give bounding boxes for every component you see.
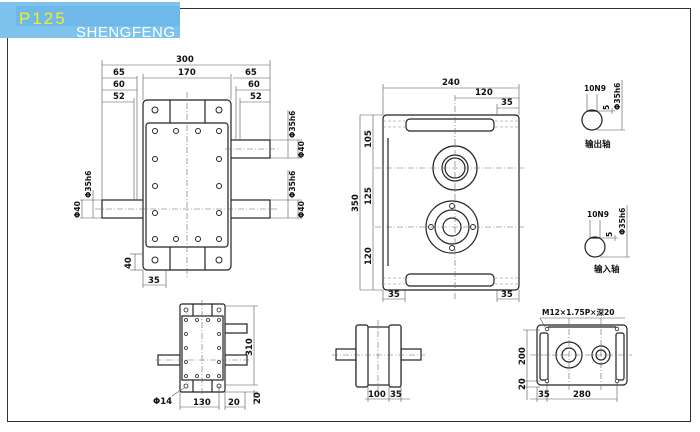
dim-65-left: 65 <box>113 68 125 78</box>
brand-name: SHENGFENG <box>76 24 176 41</box>
dim-170: 170 <box>178 68 196 78</box>
model-number: P125 <box>19 9 67 28</box>
dim-20-right: 20 <box>518 378 528 390</box>
bottom-right-view: M12×1.75P×深20 200 20 35 280 <box>518 307 632 402</box>
side-housing <box>382 114 520 291</box>
title-banner-inner <box>16 6 180 26</box>
dim-20-vertical: 20 <box>253 392 263 404</box>
dim-35-top: 35 <box>501 98 513 108</box>
output-shaft-detail: 10N9 5 Φ35h6 输出轴 <box>581 80 625 150</box>
input-keyway: 10N9 <box>587 210 609 219</box>
dim-240: 240 <box>442 78 460 88</box>
dim-phi35-left: Φ35h6 <box>84 171 93 198</box>
dim-100: 100 <box>368 390 386 400</box>
dim-130: 130 <box>193 398 211 408</box>
side-view: 240 120 35 350 105 125 120 35 35 <box>351 78 525 302</box>
dim-52-right: 52 <box>250 92 262 102</box>
dim-20-horizontal: 20 <box>228 398 240 408</box>
dim-35-bottom-left: 35 <box>388 290 400 300</box>
bolt-holes <box>151 106 223 264</box>
output-key-depth: 5 <box>602 105 611 110</box>
bottom-middle-view: 100 35 <box>332 320 425 402</box>
drawing-frame <box>7 8 691 422</box>
dim-phi14: Φ14 <box>153 397 172 407</box>
dim-65-right: 65 <box>245 68 257 78</box>
dim-35-foot: 35 <box>148 276 160 286</box>
dim-310: 310 <box>245 338 255 356</box>
dim-105: 105 <box>364 130 374 148</box>
dim-35-right: 35 <box>538 390 550 400</box>
output-keyway: 10N9 <box>584 84 606 93</box>
output-shaft-caption: 输出轴 <box>585 139 611 150</box>
dim-280: 280 <box>573 390 591 400</box>
dim-125: 125 <box>364 187 374 205</box>
dim-phi35-right-bottom: Φ35h6 <box>288 171 297 198</box>
dim-phi40-right-top: Φ40 <box>297 141 306 158</box>
dim-phi40-right-bottom: Φ40 <box>297 201 306 218</box>
input-shaft-detail: 10N9 5 Φ35h6 输入轴 <box>584 205 630 275</box>
dim-phi35-right-top: Φ35h6 <box>288 111 297 138</box>
dim-120-horizontal: 120 <box>475 88 493 98</box>
output-diameter: Φ35h6 <box>613 83 622 110</box>
dim-60-left: 60 <box>113 80 125 90</box>
top-view: 300 65 170 65 60 60 52 52 Φ40 Φ35h6 Φ35h… <box>73 55 306 288</box>
dim-52-left: 52 <box>113 92 125 102</box>
dim-350: 350 <box>351 194 361 212</box>
dim-40-foot: 40 <box>124 257 134 269</box>
bottom-left-view: 310 20 130 20 Φ14 <box>153 300 263 410</box>
dim-120-vertical: 120 <box>364 247 374 265</box>
dim-35-mid: 35 <box>390 390 402 400</box>
input-shaft-caption: 输入轴 <box>594 264 620 275</box>
dim-200: 200 <box>518 347 528 365</box>
dim-35-bottom-right: 35 <box>501 290 513 300</box>
dim-60-right: 60 <box>248 80 260 90</box>
thread-note: M12×1.75P×深20 <box>542 307 614 317</box>
input-key-depth: 5 <box>605 232 614 237</box>
dim-300: 300 <box>176 55 194 65</box>
input-diameter: Φ35h6 <box>618 208 627 235</box>
title-banner: P125 SHENGFENG <box>0 2 180 41</box>
dim-phi40-left: Φ40 <box>73 201 82 218</box>
